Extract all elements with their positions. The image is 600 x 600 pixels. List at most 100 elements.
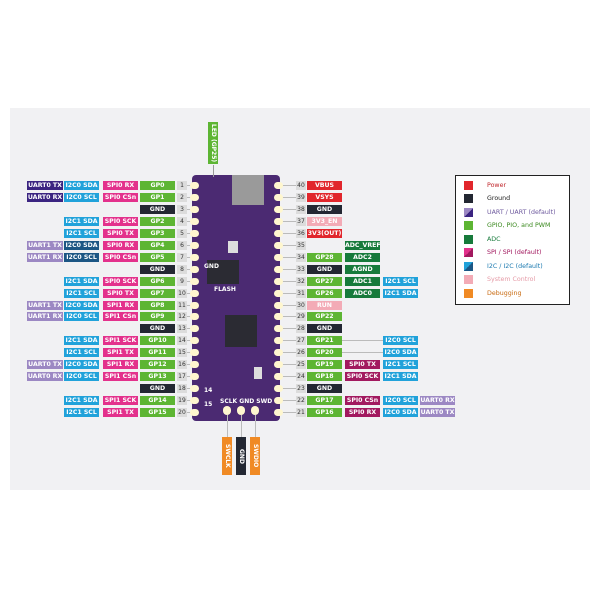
pin-label-ground: GND [140, 324, 175, 334]
pin-label-sys: RUN [307, 300, 342, 310]
pin-number: 38 [296, 204, 306, 214]
pin-label-gpio: GP10 [140, 336, 175, 346]
pin-leader [280, 352, 296, 354]
pin-number: 40 [296, 181, 306, 190]
pin-label-sys: 3V3_EN [307, 216, 342, 226]
pin-label-uartd: UART0 TX [27, 181, 63, 190]
pin-label-gpio: GP20 [307, 348, 342, 358]
pad [190, 289, 199, 297]
pin-label-ground: GND [307, 384, 342, 394]
pad [190, 277, 199, 285]
pin-number: 31 [296, 288, 306, 298]
legend-swatch [464, 234, 473, 244]
pin-label-i2c: I2C0 SDA [383, 348, 418, 358]
flash-chip [207, 260, 239, 284]
pin-number: 21 [296, 408, 306, 418]
pin-label-adc: ADC2 [345, 252, 380, 262]
pad [190, 409, 199, 417]
pin-label-gpio: GP2 [140, 216, 175, 226]
bootsel-button[interactable] [228, 241, 238, 253]
pad [190, 325, 199, 333]
pin-label-gpio: GP16 [307, 408, 342, 418]
pin-label-ground: GND [307, 324, 342, 334]
led-label: LED (GP25) [208, 122, 218, 164]
pin-leader [280, 208, 296, 210]
pin-label-gpio: GP5 [140, 252, 175, 262]
pad [274, 289, 283, 297]
legend-label: UART / UART (default) [487, 208, 556, 216]
pin-number: 37 [296, 216, 306, 226]
pin-number: 34 [296, 252, 306, 262]
pin-leader [280, 220, 296, 222]
legend-item: UART / UART (default) [464, 207, 556, 217]
pin-number: 28 [296, 324, 306, 334]
pin-label-spi: SPI1 RX [103, 360, 138, 370]
pin-number: 24 [296, 372, 306, 382]
pad [190, 217, 199, 225]
legend-swatch [464, 288, 473, 298]
legend-label: Power [487, 181, 507, 189]
pin-number: 11 [177, 300, 187, 310]
debug-pad [237, 406, 245, 415]
reset-button[interactable] [254, 367, 262, 379]
legend-label: Ground [487, 195, 511, 202]
pin-label-adc: ADC0 [345, 288, 380, 298]
legend-item: Power [464, 180, 506, 190]
pin-label-uart: UART0 RX [27, 372, 63, 382]
pin-label-spi: SPI1 TX [103, 348, 138, 358]
pin-label-gpio: GP0 [140, 181, 175, 190]
pin-leader [280, 232, 296, 234]
pin-number: 36 [296, 228, 306, 238]
debug-pin-label: GND [236, 437, 246, 475]
pad [190, 397, 199, 405]
pin-label-spi: SPI0 CSn [103, 192, 138, 202]
pin-label-i2cd: I2C0 SDA [64, 240, 99, 250]
pin-label-spi: SPI0 RX [103, 240, 138, 250]
pin-label-i2c: I2C1 SDA [383, 288, 418, 298]
debug-leader [241, 415, 242, 437]
pin-number: 29 [296, 312, 306, 322]
mcu-chip [225, 315, 257, 347]
pin-leader [280, 376, 296, 378]
pin-number: 32 [296, 276, 306, 286]
pin-leader [280, 388, 296, 390]
pad [190, 337, 199, 345]
pin-number: 3 [177, 204, 187, 214]
pad [190, 313, 199, 321]
pin-label-i2c: I2C1 SCL [64, 408, 99, 418]
pin-number: 4 [177, 216, 187, 226]
usb-connector [232, 175, 264, 205]
pad [274, 265, 283, 273]
pin-label-gpio: GP27 [307, 276, 342, 286]
pin-label-i2c: I2C0 SDA [64, 300, 99, 310]
pin-label-spi: SPI1 CSn [103, 372, 138, 382]
pin-label-i2c: I2C1 SDA [383, 372, 418, 382]
legend-item: ADC [464, 234, 501, 244]
pin-number: 25 [296, 360, 306, 370]
pin-label-gpio: GP6 [140, 276, 175, 286]
legend-label: I2C / I2C (default) [487, 262, 543, 270]
legend-label: SPI / SPI (default) [487, 249, 542, 256]
pin-number: 9 [177, 276, 187, 286]
board-pin14-label: 14 [204, 387, 213, 394]
pin-leader [280, 400, 296, 402]
pin-label-spid: SPI0 CSn [345, 396, 380, 406]
pin-number: 23 [296, 384, 306, 394]
legend-swatch [464, 221, 473, 230]
pin-label-spi: SPI0 RX [103, 181, 138, 190]
pin-label-adc: ADC1 [345, 276, 380, 286]
pad [190, 385, 199, 393]
pin-number: 16 [177, 360, 187, 370]
pin-label-i2c: I2C0 SCL [383, 336, 418, 346]
pad [190, 193, 199, 201]
pin-label-gpio: GP7 [140, 288, 175, 298]
pin-number: 22 [296, 396, 306, 406]
pad [274, 361, 283, 369]
pin-number: 7 [177, 252, 187, 262]
pin-number: 18 [177, 384, 187, 394]
pin-label-i2c: I2C1 SDA [64, 336, 99, 346]
pin-leader [280, 256, 296, 258]
pin-label-i2c: I2C0 SCL [64, 372, 99, 382]
pin-label-gpio: GP15 [140, 408, 175, 418]
pin-label-i2cd: I2C0 SCL [64, 252, 99, 262]
